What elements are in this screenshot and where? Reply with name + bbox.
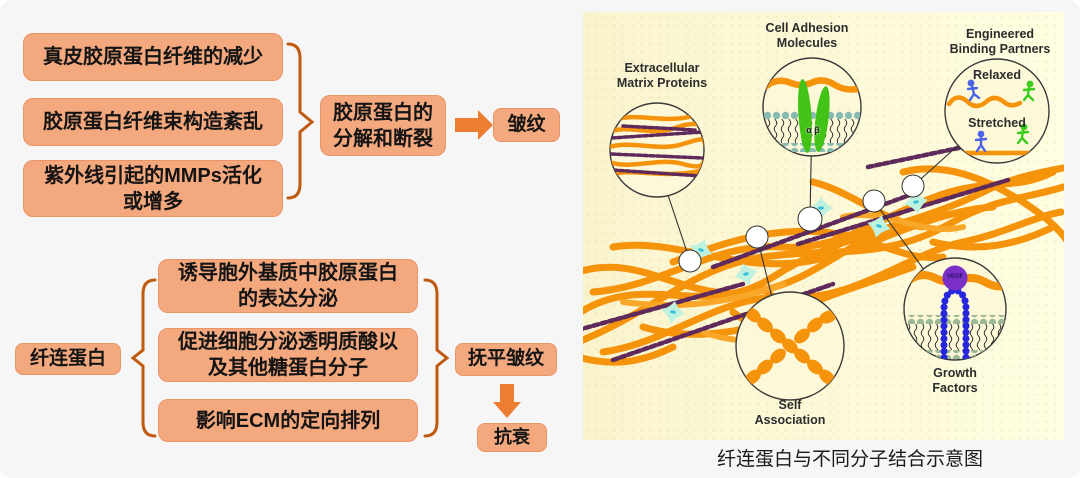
label-self-association: Self Association xyxy=(754,398,826,427)
label-growth-factors: Growth Factors xyxy=(932,366,978,395)
function-box-3: 影响ECM的定向排列 xyxy=(158,399,418,442)
cause-box-1: 真皮胶原蛋白纤维的减少 xyxy=(23,33,283,81)
cam-detail-content xyxy=(763,77,861,153)
illustration-panel: Extracellular Matrix Proteins Cell Adhes… xyxy=(583,12,1064,440)
brace-functions-right xyxy=(423,278,450,438)
self-association-content xyxy=(736,301,837,391)
growth-factors-content xyxy=(904,265,1006,360)
wrinkles-box: 皱纹 xyxy=(493,108,560,142)
cause-box-2: 胶原蛋白纤维束构造紊乱 xyxy=(23,98,283,146)
brace-functions-left xyxy=(130,278,157,438)
binder-figure-green-stretched xyxy=(1016,123,1030,145)
binder-figure-blue-stretched xyxy=(974,130,988,153)
label-cam: Cell Adhesion Molecules xyxy=(765,21,849,50)
anti-aging-box: 抗衰 xyxy=(477,423,547,452)
integrin-glyph xyxy=(798,79,830,153)
label-integrin-subunits: α β xyxy=(806,125,820,135)
brace-causes xyxy=(286,42,315,200)
fibronectin-box: 纤连蛋白 xyxy=(15,343,121,375)
binder-figure-blue-relaxed xyxy=(966,79,981,102)
label-relaxed: Relaxed xyxy=(973,68,1021,82)
vegf-ball xyxy=(942,265,968,291)
cause-box-3: 紫外线引起的MMPs活化 或增多 xyxy=(23,160,283,217)
label-vegf: VEGF xyxy=(946,274,964,280)
fibronectin-schematic-art xyxy=(583,57,1064,401)
callout-nodes xyxy=(678,174,925,273)
arrow-down-anti-aging-icon xyxy=(493,384,521,418)
illustration-caption: 纤连蛋白与不同分子结合示意图 xyxy=(716,449,983,470)
smooth-wrinkles-box: 抚平皱纹 xyxy=(455,343,557,376)
mechanism-box: 胶原蛋白的 分解和断裂 xyxy=(320,95,446,156)
function-box-2: 促进细胞分泌透明质酸以 及其他糖蛋白分子 xyxy=(158,328,418,382)
label-ebp: Engineered Binding Partners xyxy=(949,27,1051,56)
arrow-to-wrinkles-icon xyxy=(455,110,493,140)
label-ecm: Extracellular Matrix Proteins xyxy=(616,61,708,90)
label-stretched: Stretched xyxy=(968,116,1026,130)
binder-figure-green-relaxed xyxy=(1022,80,1036,102)
function-box-1: 诱导胞外基质中胶原蛋白 的表达分泌 xyxy=(158,259,418,313)
